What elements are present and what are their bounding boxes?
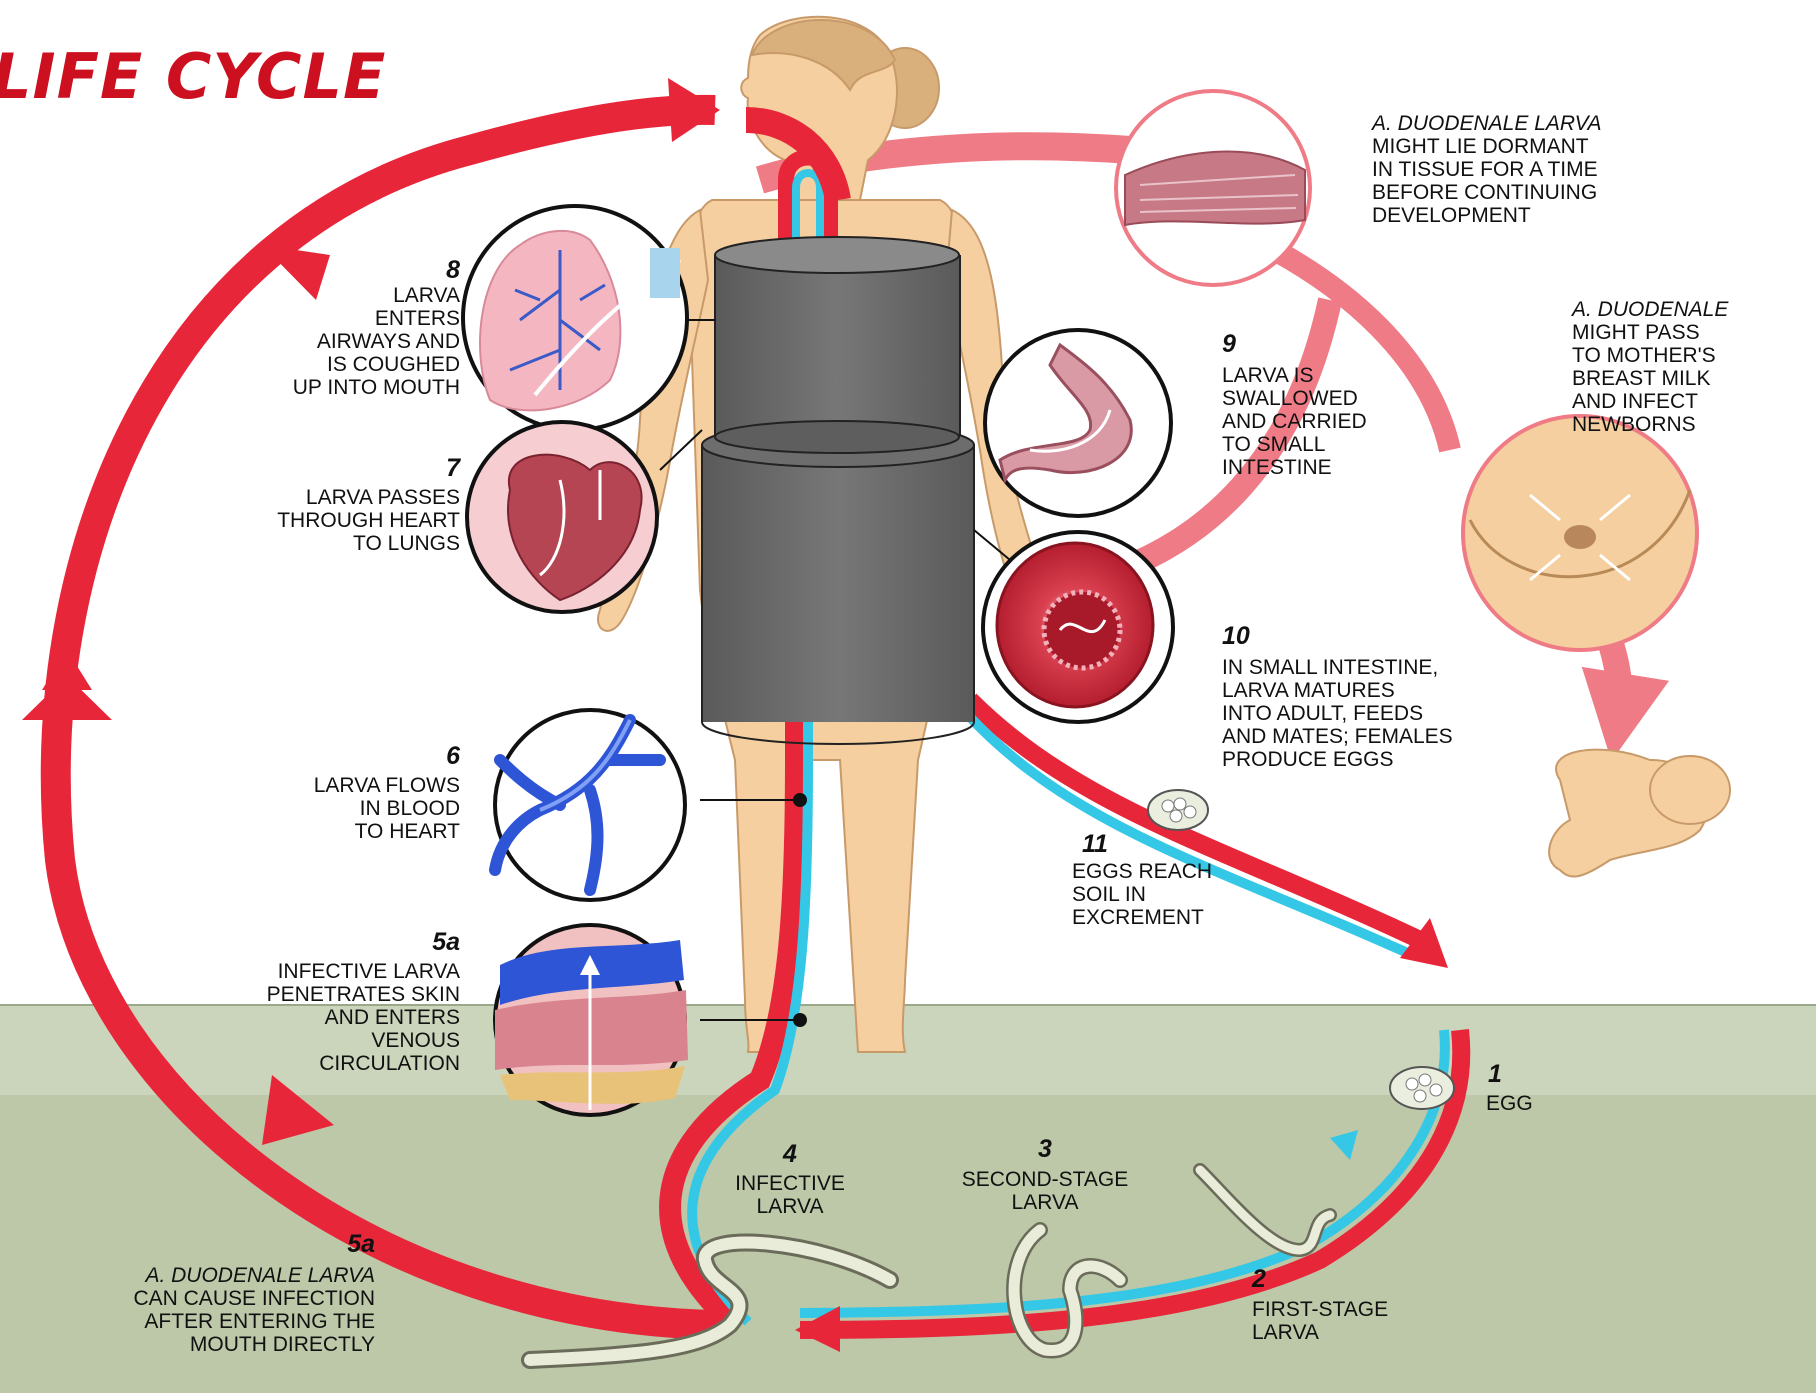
step-6-number: 6: [400, 742, 460, 771]
step-3-number: 3: [995, 1135, 1095, 1164]
step-4-number: 4: [740, 1140, 840, 1169]
vein-icon: [495, 710, 685, 900]
muscle-icon: [1116, 91, 1310, 285]
step-8-number: 8: [400, 256, 460, 285]
diagram-title: LIFE CYCLE: [0, 40, 386, 113]
step-1-label: EGG: [1486, 1092, 1586, 1115]
breast-icon: [1463, 416, 1697, 650]
step-2-number: 2: [1252, 1265, 1312, 1294]
occluding-cylinders: [702, 237, 974, 744]
stomach-icon: [985, 330, 1171, 516]
baby-icon: [1549, 750, 1730, 877]
step-9-number: 9: [1222, 330, 1282, 359]
step-7-number: 7: [400, 454, 460, 483]
step-10-number: 10: [1222, 622, 1292, 651]
step-11-number: 11: [1082, 830, 1152, 859]
lung-icon: [463, 206, 687, 430]
heart-icon: [467, 422, 657, 612]
intestine-icon: [983, 532, 1173, 722]
step-1-number: 1: [1488, 1060, 1548, 1089]
step-5-number: 5a: [400, 928, 460, 957]
step-5a-number: 5a: [300, 1230, 375, 1259]
skin-icon: [495, 925, 688, 1115]
